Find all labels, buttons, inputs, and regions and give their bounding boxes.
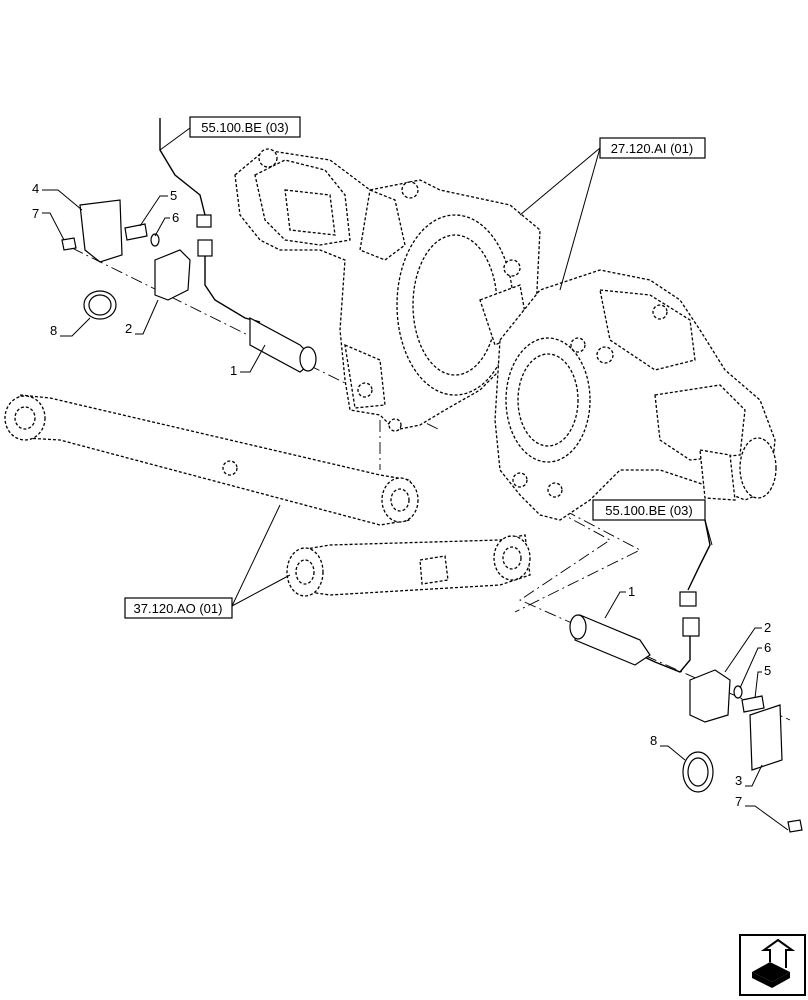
svg-text:4: 4 [32, 181, 39, 196]
svg-text:5: 5 [170, 188, 177, 203]
sensor-assembly-left [61, 118, 317, 373]
reference-55-top[interactable]: 55.100.BE (03) [159, 116, 301, 151]
svg-text:1: 1 [628, 584, 635, 599]
svg-text:7: 7 [32, 206, 39, 221]
reference-37[interactable]: 37.120.AO (01) [124, 504, 291, 619]
svg-text:3: 3 [735, 773, 742, 788]
svg-text:55.100.BE (03): 55.100.BE (03) [605, 503, 692, 518]
svg-text:55.100.BE (03): 55.100.BE (03) [201, 120, 288, 135]
callouts-left: 4 7 5 6 8 2 1 [32, 181, 266, 378]
reference-55-right[interactable]: 55.100.BE (03) [592, 499, 713, 546]
svg-text:8: 8 [650, 733, 657, 748]
transmission-housing-lower [494, 269, 777, 521]
callouts-right: 1 2 6 5 8 3 7 [604, 584, 789, 831]
svg-text:5: 5 [764, 663, 771, 678]
svg-text:1: 1 [230, 363, 237, 378]
lift-cylinder-lower [286, 534, 531, 597]
svg-text:7: 7 [735, 794, 742, 809]
svg-text:6: 6 [764, 640, 771, 655]
svg-text:6: 6 [172, 210, 179, 225]
svg-text:37.120.AO (01): 37.120.AO (01) [134, 601, 223, 616]
lift-cylinder-upper [4, 394, 419, 526]
svg-text:2: 2 [125, 321, 132, 336]
reference-27[interactable]: 27.120.AI (01) [519, 137, 706, 291]
svg-text:8: 8 [50, 323, 57, 338]
svg-text:2: 2 [764, 620, 771, 635]
sensor-assembly-right [569, 519, 803, 833]
next-page-arrow-icon[interactable] [739, 934, 806, 996]
svg-text:27.120.AI (01): 27.120.AI (01) [611, 141, 693, 156]
transmission-housing-upper [234, 148, 541, 432]
